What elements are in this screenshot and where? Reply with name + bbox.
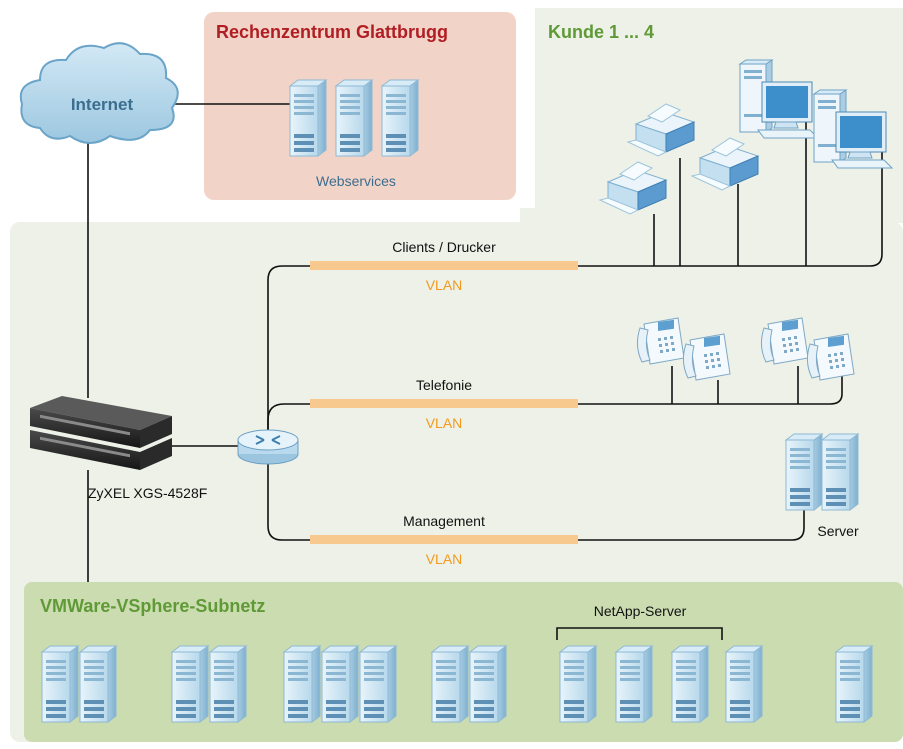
server-rack-icon	[615, 645, 653, 723]
server-rack-icon	[469, 645, 507, 723]
server-rack-icon	[821, 433, 859, 511]
server-rack-icon	[289, 79, 327, 157]
webservice-servers	[289, 79, 419, 157]
server-rack-icon	[835, 645, 873, 723]
server-rack-icon	[321, 645, 359, 723]
vlan-tag-management: VLAN	[426, 551, 463, 567]
vlan-tag-clients: VLAN	[426, 277, 463, 293]
webservices-label: Webservices	[316, 173, 396, 189]
server-rack-icon	[41, 645, 79, 723]
customers-title: Kunde 1 ... 4	[548, 22, 654, 42]
server-rack-icon	[335, 79, 373, 157]
ip-phone-icon	[760, 317, 809, 365]
ip-phone-icon	[682, 333, 731, 381]
server-rack-icon	[559, 645, 597, 723]
cloud-icon	[19, 42, 179, 144]
server-rack-icon	[431, 645, 469, 723]
vsphere-title: VMWare-VSphere-Subnetz	[40, 596, 265, 616]
server-rack-icon	[785, 433, 823, 511]
connection-lines	[87, 103, 883, 640]
internet-label: Internet	[71, 95, 134, 114]
network-label-clients: Clients / Drucker	[392, 239, 496, 255]
datacenter-title: Rechenzentrum Glattbrugg	[216, 22, 448, 42]
ip-phone-icon	[806, 333, 855, 381]
vlan-bar-clients	[310, 261, 578, 270]
management-server	[785, 433, 859, 511]
server-rack-icon	[359, 645, 397, 723]
router-icon	[237, 429, 299, 465]
server-rack-icon	[283, 645, 321, 723]
network-label-management: Management	[403, 513, 485, 529]
switch-label: ZyXEL XGS-4528F	[88, 485, 207, 501]
server-rack-icon	[79, 645, 117, 723]
server-rack-icon	[381, 79, 419, 157]
server-rack-icon	[171, 645, 209, 723]
server-rack-icon	[725, 645, 763, 723]
netapp-label: NetApp-Server	[594, 603, 687, 619]
vlan-bar-management	[310, 535, 578, 544]
server-label: Server	[817, 523, 859, 539]
network-label-telephony: Telefonie	[416, 377, 472, 393]
ip-phone-icon	[636, 317, 685, 365]
vlan-tag-telephony: VLAN	[426, 415, 463, 431]
customer-area-corner	[520, 208, 560, 228]
server-rack-icon	[671, 645, 709, 723]
network-switch-icon	[30, 396, 172, 470]
server-rack-icon	[209, 645, 247, 723]
vlan-bar-telephony	[310, 399, 578, 408]
